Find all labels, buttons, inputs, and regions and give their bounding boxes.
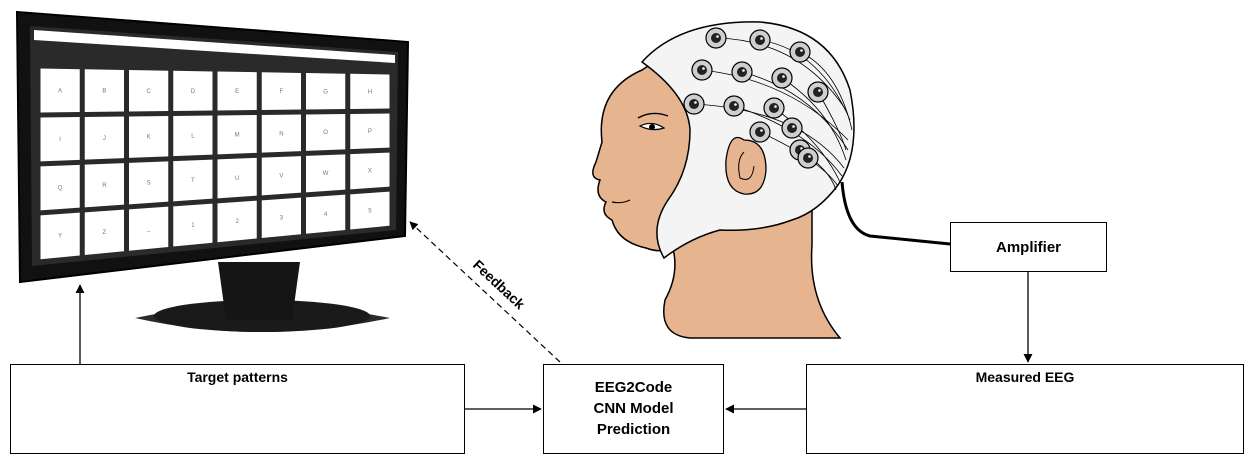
grid-cell xyxy=(261,156,301,196)
grid-cell xyxy=(129,116,169,158)
model-label-line: CNN Model xyxy=(593,400,674,417)
grid-cell-letter: Q xyxy=(58,185,63,191)
grid-cell-letter: Z xyxy=(103,230,107,236)
grid-cell-letter: Y xyxy=(58,234,62,240)
grid-cell xyxy=(350,191,390,230)
grid-cell-letter: I xyxy=(59,137,61,143)
grid-cell xyxy=(84,163,124,208)
grid-cell-letter: T xyxy=(191,178,195,184)
electrodes xyxy=(683,27,829,169)
grid-cell xyxy=(173,159,213,202)
grid-cell xyxy=(306,73,346,110)
grid-cell xyxy=(129,206,169,251)
grid-cell-letter: D xyxy=(191,89,196,95)
grid-cell-letter: S xyxy=(147,181,151,187)
grid-cell-letter: J xyxy=(103,136,106,142)
grid-cell xyxy=(40,164,80,211)
grid-cell xyxy=(350,73,390,109)
measured-eeg-box: Measured EEG xyxy=(806,364,1244,454)
amplifier-label: Amplifier xyxy=(995,239,1061,256)
grid-cell-letter: 1 xyxy=(191,223,195,229)
grid-cell-letter: P xyxy=(368,129,372,135)
grid-cell-letter: 3 xyxy=(280,216,284,222)
grid-cell xyxy=(173,115,213,157)
grid-cell xyxy=(84,69,124,112)
grid-cell-letter: K xyxy=(147,135,151,141)
grid-cell xyxy=(173,203,213,247)
grid-cell-letter: R xyxy=(102,183,107,189)
grid-cell-letter: H xyxy=(368,89,372,95)
grid-cell xyxy=(129,70,169,112)
grid-cell xyxy=(173,70,213,111)
target-patterns-box: Target patterns xyxy=(10,364,465,454)
grid-cell-letter: E xyxy=(235,89,239,95)
grid-cell-letter: N xyxy=(279,131,283,137)
grid-cell-letter: 4 xyxy=(324,212,328,218)
grid-cell xyxy=(40,68,80,113)
mouth xyxy=(611,199,631,204)
target-patterns-title: Target patterns xyxy=(187,369,288,385)
grid-cell xyxy=(350,152,390,190)
grid-cell-letter: B xyxy=(102,89,106,95)
speller-grid: A B C D E F G H I J K L M N O P Q R S T U V W X Y Z _ 1 2 3 4 5 xyxy=(40,68,390,260)
grid-cell-letter: V xyxy=(279,173,283,179)
grid-cell-letter: X xyxy=(368,169,372,175)
grid-cell xyxy=(217,115,257,155)
grid-cell xyxy=(217,71,257,111)
grid-cell xyxy=(306,154,346,193)
grid-cell-letter: 5 xyxy=(368,208,372,214)
ear xyxy=(725,136,767,195)
grid-cell-letter: M xyxy=(235,132,240,138)
grid-cell xyxy=(261,72,301,110)
grid-cell xyxy=(40,117,80,162)
amplifier-cable xyxy=(840,181,951,246)
grid-cell xyxy=(306,194,346,234)
grid-cell xyxy=(261,114,301,153)
grid-cell xyxy=(217,200,257,243)
grid-cell-letter: 2 xyxy=(235,219,239,225)
grid-cell xyxy=(84,209,124,256)
grid-cell xyxy=(261,197,301,239)
model-label-line: Prediction xyxy=(596,421,671,438)
grid-cell-letter: L xyxy=(191,134,195,140)
grid-cell-letter: C xyxy=(146,89,151,95)
monitor-stand-neck xyxy=(218,262,300,320)
grid-cell-letter: _ xyxy=(146,226,151,232)
grid-cell-letter: U xyxy=(235,176,239,182)
amplifier-box: Amplifier xyxy=(950,222,1107,272)
measured-eeg-title: Measured EEG xyxy=(975,369,1075,385)
grid-cell xyxy=(217,157,257,199)
grid-cell xyxy=(84,116,124,160)
grid-cell xyxy=(306,114,346,151)
grid-cell xyxy=(40,212,80,260)
grid-cell-letter: A xyxy=(58,89,62,95)
model-label: EEG2Code CNN Model Prediction xyxy=(544,377,723,440)
model-box: EEG2Code CNN Model Prediction xyxy=(543,364,724,454)
arrow-feedback xyxy=(409,221,561,363)
grid-cell-letter: W xyxy=(323,171,329,177)
grid-cell-letter: F xyxy=(280,89,284,95)
grid-cell-letter: G xyxy=(323,89,328,95)
feedback-label: Feedback xyxy=(470,256,528,312)
model-label-line: EEG2Code xyxy=(594,379,673,396)
grid-cell xyxy=(350,113,390,150)
grid-cell-letter: O xyxy=(323,130,328,136)
head-with-eeg-cap xyxy=(592,21,951,339)
monitor: A B C D E F G H I J K L M N O P Q R S T U V W X Y Z _ 1 2 3 4 5 xyxy=(15,10,410,332)
grid-cell xyxy=(129,161,169,205)
